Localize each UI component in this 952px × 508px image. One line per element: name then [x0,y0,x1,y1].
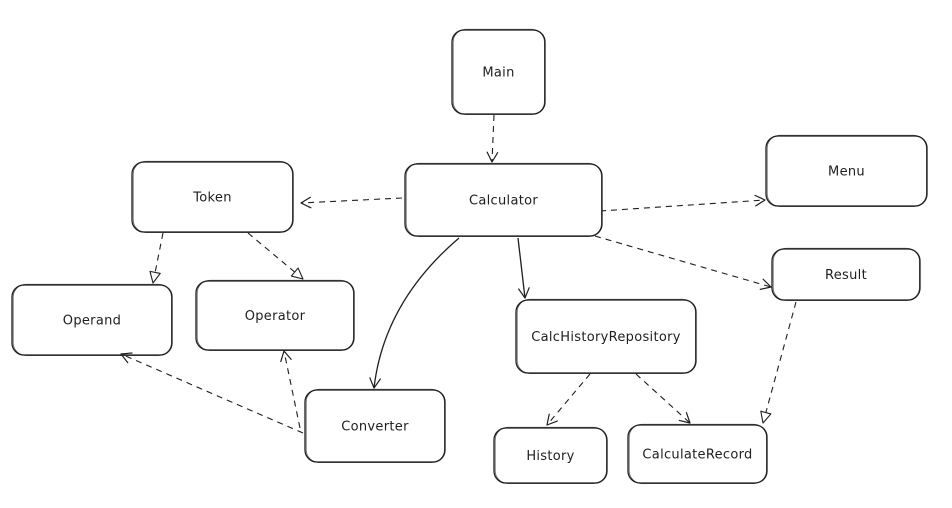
node-box [11,284,173,356]
node-operator: Operator [195,279,355,351]
edge-converter-to-operator [283,350,301,429]
edges-layer [120,114,797,434]
edge-calculator-to-token-arrowhead [300,196,312,209]
edge-calculator-to-result-arrowhead [759,278,772,290]
node-box-outline [772,247,920,301]
node-box-outline [196,279,354,351]
edge-token-to-operand-arrowhead [149,270,161,284]
node-box [195,280,355,351]
node-label: Main [482,66,514,81]
node-result: Result [771,247,921,301]
node-label: Calculator [469,194,538,209]
node-operand: Operand [11,283,173,356]
edge-result-to-calculate-record-arrowhead [760,410,772,424]
edge-calc-history-repository-to-history [546,373,591,426]
edge-token-to-operator [247,232,304,280]
edge-main-to-calculator [491,114,495,163]
node-main: Main [451,28,546,115]
node-box [493,427,608,484]
node-box-outline [305,388,445,463]
edge-calc-history-repository-to-calculate-record [635,373,691,424]
node-box [404,163,603,237]
node-box-outline [494,426,607,484]
edge-calculator-to-result [594,235,772,288]
node-calculate-record: CalculateRecord [627,423,768,484]
node-box-outline [516,298,696,374]
node-box [627,424,768,484]
node-box [771,248,921,301]
node-converter: Converter [304,388,446,463]
node-calc-history-repository: CalcHistoryRepository [515,298,697,374]
node-label: Operand [63,314,121,329]
edge-converter-to-operand [120,353,304,434]
node-box [765,135,928,207]
node-label: Menu [828,165,865,180]
node-history: History [493,426,608,484]
edge-calculator-to-calc-history-repository [517,237,526,299]
node-box-outline [132,160,293,233]
edge-calculator-to-converter [373,237,460,389]
edge-calculator-to-token [300,197,403,204]
node-box [515,299,697,374]
node-calculator: Calculator [404,162,603,237]
node-box-outline [766,134,927,207]
node-box-outline [405,162,602,237]
edge-calc-history-repository-to-history-arrowhead [546,413,558,426]
edge-calculator-to-calc-history-repository-arrowhead [518,287,530,299]
node-menu: Menu [765,134,928,207]
node-label: History [526,449,574,464]
node-box [304,389,446,463]
node-label: Operator [245,309,306,324]
edge-converter-to-operator-arrowhead [280,350,292,363]
node-label: CalculateRecord [642,448,752,463]
edge-calc-history-repository-to-calculate-record-arrowhead [678,412,691,424]
edge-token-to-operand [152,232,164,284]
node-box-outline [452,28,545,115]
edge-result-to-calculate-record [762,301,797,424]
edge-calculator-to-converter-arrowhead [369,377,381,389]
edge-converter-to-operand-arrowhead [120,352,133,364]
edge-token-to-operator-arrowhead [290,267,304,280]
node-label: Converter [341,420,409,435]
node-token: Token [131,160,294,233]
node-box-outline [628,423,767,484]
node-box [131,161,294,233]
edge-main-to-calculator-arrowhead [486,151,499,163]
edge-calculator-to-menu [599,199,766,212]
node-label: CalcHistoryRepository [531,330,680,345]
node-label: Result [825,268,867,283]
arrowheads-layer [120,151,772,426]
node-box [451,29,546,115]
node-label: Token [192,191,232,206]
edge-calculator-to-menu-arrowhead [754,194,766,207]
node-box-outline [12,283,172,356]
